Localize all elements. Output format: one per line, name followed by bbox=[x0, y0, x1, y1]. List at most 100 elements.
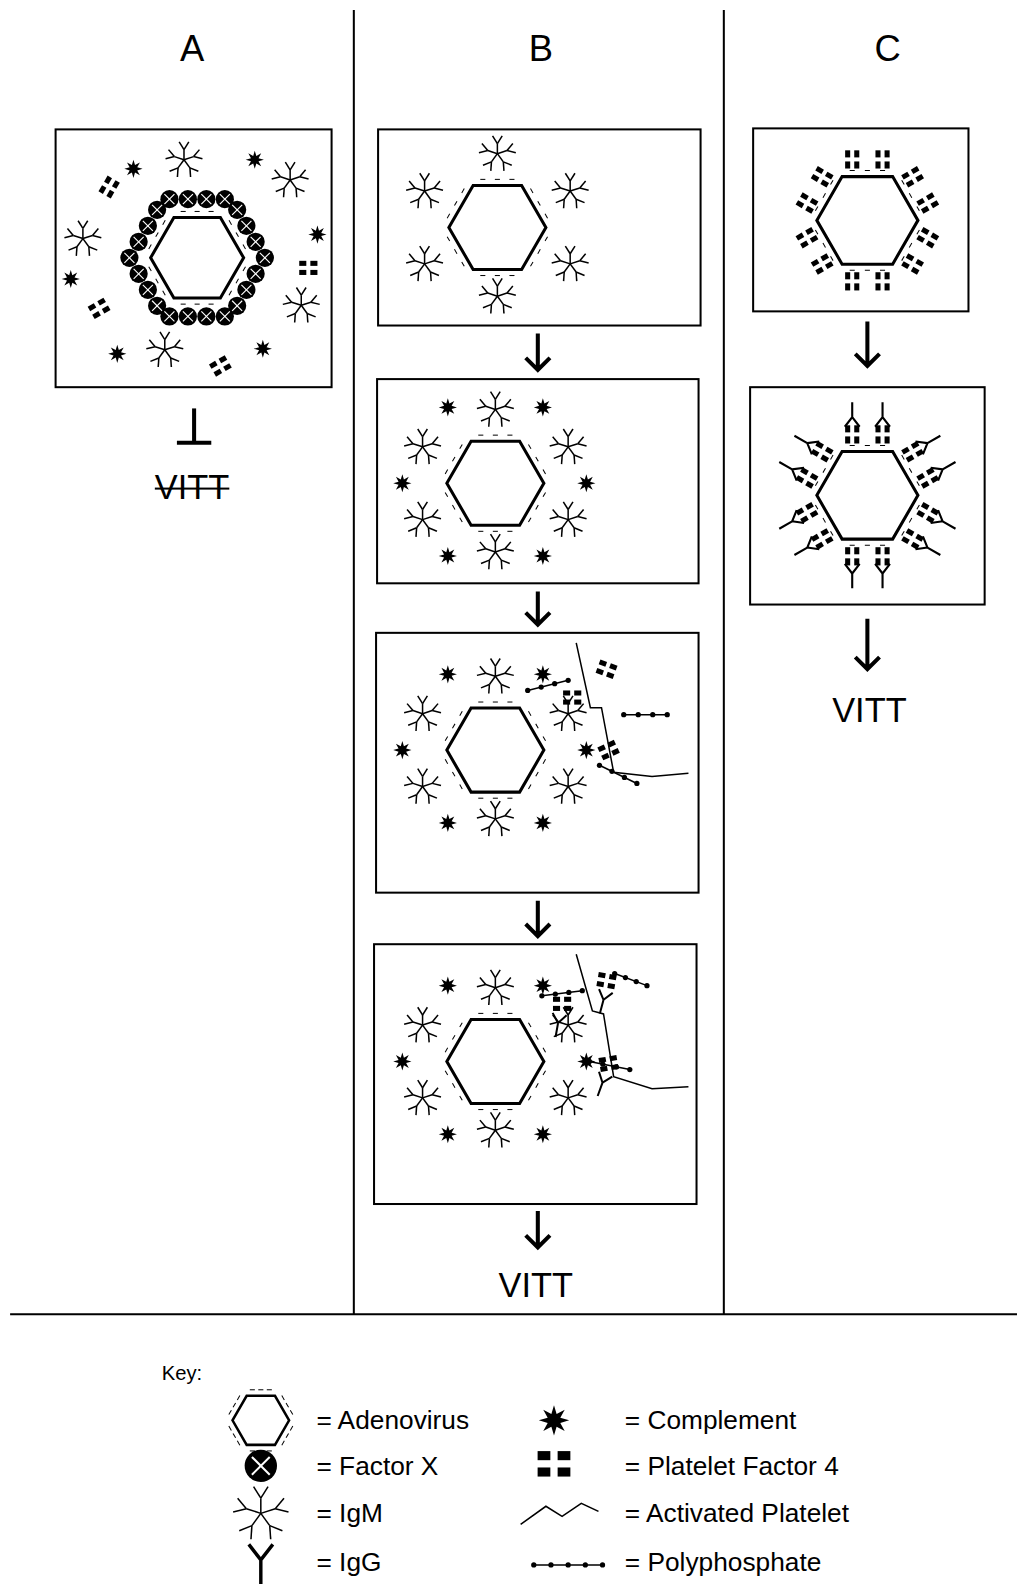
igm-branch bbox=[563, 199, 565, 208]
igm-arm bbox=[425, 191, 431, 199]
igm-branch bbox=[505, 542, 511, 549]
igm-arm bbox=[260, 1498, 262, 1513]
igm-symbol bbox=[550, 1080, 587, 1115]
igm-branch bbox=[239, 1526, 252, 1531]
igg-shape bbox=[549, 1013, 567, 1038]
igm-arm bbox=[495, 816, 505, 819]
adenovirus-hexagon bbox=[449, 185, 546, 269]
igm-branch bbox=[477, 406, 486, 408]
panel-dividers bbox=[10, 10, 1017, 1314]
pf4-symbol bbox=[299, 261, 317, 275]
negative-charge bbox=[538, 249, 541, 253]
igm-branch bbox=[501, 418, 503, 427]
pf4-symbol bbox=[845, 150, 859, 168]
factor-x-symbol bbox=[197, 190, 215, 208]
igm-branch bbox=[295, 188, 297, 197]
igm-arm bbox=[495, 666, 497, 676]
igm-branch bbox=[568, 502, 573, 510]
factor-x-disc bbox=[148, 201, 166, 219]
igm-branch bbox=[174, 347, 183, 349]
complement-star bbox=[254, 340, 272, 358]
igm-branch bbox=[490, 162, 492, 171]
igg-shape bbox=[875, 402, 890, 426]
igm-symbol bbox=[477, 534, 514, 569]
igm-branch bbox=[565, 246, 570, 254]
complement-star bbox=[577, 474, 595, 492]
negative-charge bbox=[543, 492, 546, 496]
igg-symbol bbox=[593, 989, 613, 1015]
negative-charge bbox=[831, 455, 834, 459]
igm-arm bbox=[489, 988, 495, 996]
igm-branch bbox=[184, 142, 189, 150]
pf4-block bbox=[607, 983, 615, 989]
igm-branch bbox=[404, 1022, 413, 1024]
negative-charge bbox=[823, 518, 826, 522]
factor-x-disc bbox=[245, 1450, 277, 1482]
pf4-block bbox=[538, 1467, 551, 1476]
activated-platelet bbox=[576, 643, 688, 776]
igg-shape bbox=[875, 564, 890, 588]
pf4-block bbox=[219, 355, 228, 363]
negative-charge bbox=[452, 457, 455, 461]
pf4-block bbox=[564, 1006, 571, 1011]
factor-x-symbol bbox=[160, 307, 178, 325]
negative-charge bbox=[823, 243, 826, 247]
complement-star bbox=[534, 547, 552, 565]
scene-box bbox=[753, 128, 968, 311]
negative-charge bbox=[460, 711, 463, 715]
igm-arm bbox=[559, 1095, 569, 1098]
igm-branch bbox=[430, 199, 432, 208]
igm-branch bbox=[554, 1106, 562, 1109]
inhibit-bar bbox=[177, 441, 211, 445]
complement-star bbox=[108, 345, 126, 363]
igm-branch bbox=[418, 696, 423, 704]
igm-arm bbox=[564, 191, 570, 199]
igm-branch bbox=[429, 795, 437, 798]
igm-branch bbox=[505, 816, 514, 818]
igm-arm bbox=[564, 264, 570, 272]
pf4-block bbox=[596, 668, 604, 675]
polyphosphate-chain bbox=[615, 974, 647, 986]
igm-symbol bbox=[146, 332, 183, 367]
polyphosphate-dot bbox=[634, 979, 639, 984]
igm-arm bbox=[423, 714, 429, 722]
pf4-block bbox=[915, 259, 924, 267]
factor-x-symbol bbox=[148, 201, 166, 219]
pf4-block bbox=[97, 298, 106, 306]
igm-branch bbox=[479, 293, 488, 295]
igm-arm bbox=[497, 296, 503, 304]
negative-charge bbox=[507, 531, 512, 532]
igm-arm bbox=[567, 1088, 569, 1098]
negative-charge bbox=[507, 435, 512, 436]
igm-arm bbox=[495, 549, 505, 552]
igm-arm bbox=[422, 776, 424, 786]
igm-arm bbox=[569, 254, 571, 264]
igm-branch bbox=[491, 970, 496, 978]
igm-branch bbox=[404, 1095, 413, 1097]
igm-branch bbox=[300, 177, 309, 179]
igg-symbol bbox=[776, 456, 805, 481]
igm-branch bbox=[409, 181, 415, 188]
igm-arm bbox=[77, 239, 83, 247]
negative-charge bbox=[290, 1426, 293, 1430]
pf4-block bbox=[574, 690, 581, 695]
igm-branch bbox=[157, 358, 159, 367]
pf4-block bbox=[845, 161, 850, 168]
igm-branch bbox=[409, 254, 415, 261]
igm-branch bbox=[418, 1007, 423, 1015]
igm-branch bbox=[575, 199, 577, 208]
negative-charge bbox=[478, 798, 483, 799]
igm-branch bbox=[480, 399, 486, 406]
igm-branch bbox=[410, 272, 418, 275]
pf4-block bbox=[825, 536, 834, 544]
igm-branch bbox=[495, 392, 500, 400]
igm-branch bbox=[505, 1127, 514, 1129]
negative-charge bbox=[445, 759, 448, 763]
negative-charge bbox=[495, 275, 500, 276]
igm-arm bbox=[417, 714, 423, 722]
igm-branch bbox=[554, 528, 562, 531]
igm-arm bbox=[183, 150, 185, 160]
igm-branch bbox=[430, 272, 432, 281]
igg-symbol bbox=[915, 536, 944, 561]
igm-arm bbox=[559, 711, 569, 714]
